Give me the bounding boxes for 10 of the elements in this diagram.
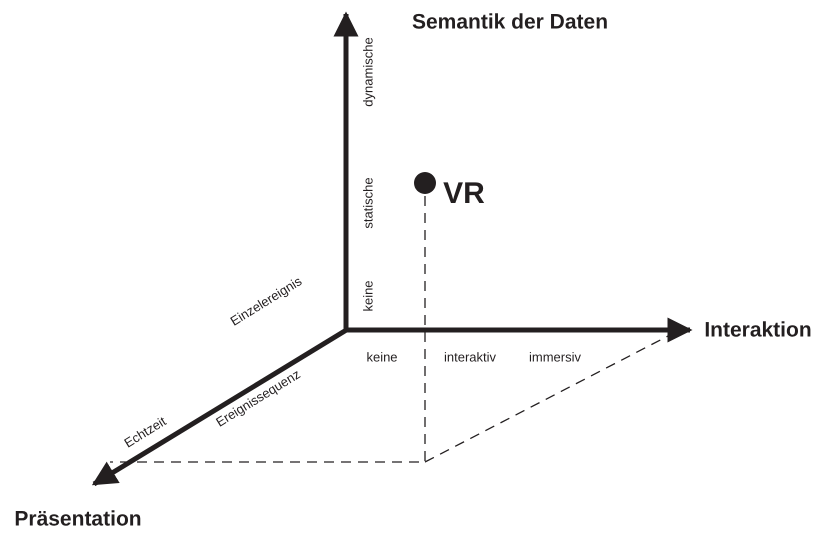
axis-tick-label: statische (362, 177, 374, 229)
axis-title: Semantik der Daten (412, 12, 608, 32)
axis-title: Präsentation (14, 508, 142, 530)
axis-tick-label: dynamische (362, 37, 374, 107)
axis-title: Interaktion (704, 320, 812, 340)
axis-tick-label: immersiv (529, 350, 581, 364)
point-label: VR (443, 179, 485, 209)
axis-tick-label: keine (362, 280, 374, 312)
axis-tick-label: interaktiv (444, 350, 496, 364)
axis-tick-label: keine (366, 350, 398, 364)
